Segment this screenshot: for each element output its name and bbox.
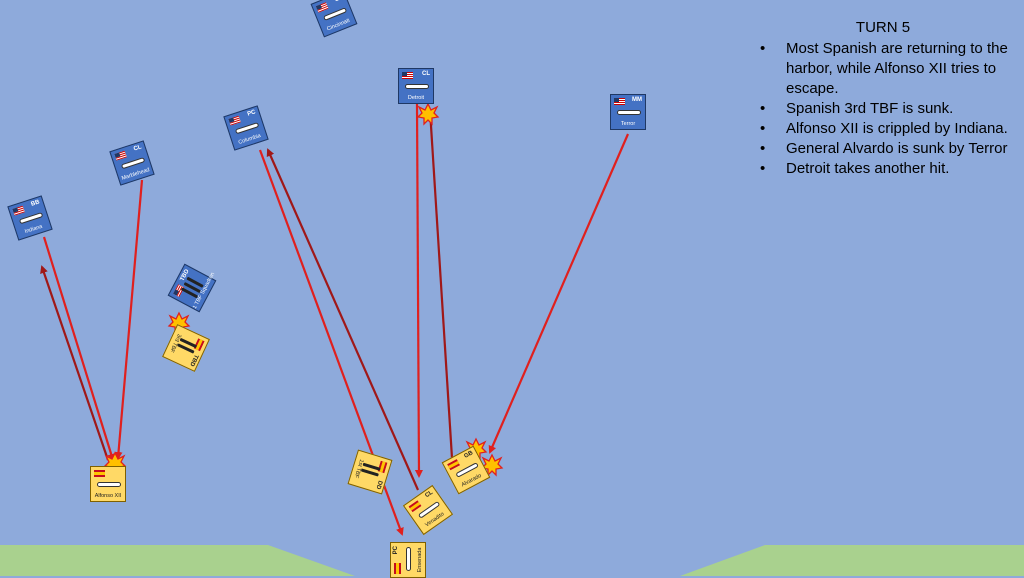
counter-type: BB — [30, 199, 41, 208]
counter-type: CL — [133, 144, 143, 153]
counter-name: Terror — [620, 121, 636, 127]
counter-name: Ensenada — [417, 547, 423, 573]
arrow-alvarado-fire — [426, 108, 454, 459]
us-flag-icon — [114, 150, 127, 161]
spanish-flag-icon — [408, 500, 422, 513]
counter-type: MM — [632, 97, 642, 103]
counter-us-tbf-squadron[interactable]: TBD 1 TBF Squadron — [167, 263, 217, 313]
ship-silhouette-icon — [406, 547, 411, 571]
spanish-flag-icon — [94, 470, 105, 477]
counter-type: PC — [246, 109, 257, 118]
us-flag-icon — [228, 115, 241, 126]
arrow-terror-fire — [488, 133, 630, 454]
ship-silhouette-icon — [617, 110, 641, 115]
turn-title: TURN 5 — [855, 19, 911, 36]
ship-silhouette-icon — [18, 212, 44, 225]
counter-columbia[interactable]: PC Columbia — [223, 105, 269, 151]
coast-left — [0, 545, 355, 576]
counter-indiana[interactable]: BB Indiana — [7, 195, 53, 241]
turn-event: General Alvardo is sunk by Terror — [760, 139, 1008, 159]
counter-type: DD — [374, 479, 383, 490]
counter-type: CL — [334, 0, 344, 3]
us-flag-icon — [12, 205, 25, 216]
ship-silhouette-icon — [234, 122, 260, 135]
hit-marker-detroit — [416, 102, 440, 126]
counter-detroit[interactable]: CL Detroit — [398, 68, 434, 104]
arrow-indiana-fire — [42, 236, 116, 462]
arrow-marblehead-fire — [114, 179, 144, 460]
counter-type: PC — [393, 546, 399, 555]
spanish-flag-icon — [447, 459, 461, 471]
arrow-alfonso-fire — [40, 265, 110, 461]
counter-spanish-1st-tbf[interactable]: DD 1st TBF — [347, 449, 393, 495]
spanish-flag-icon — [193, 338, 205, 352]
spanish-flag-icon — [377, 460, 388, 474]
us-flag-icon — [614, 98, 625, 105]
counter-ensenada[interactable]: PC Ensenada — [390, 542, 426, 578]
turn-event: Detroit takes another hit. — [760, 159, 1008, 179]
counter-name: Alfonso XII — [94, 493, 122, 499]
counter-venadito[interactable]: CL Venadito — [402, 484, 454, 536]
counter-type: CL — [424, 489, 435, 500]
arrow-detroit-fire — [414, 103, 423, 478]
counter-type: GB — [463, 450, 475, 460]
ship-silhouette-icon — [405, 84, 429, 89]
counter-marblehead[interactable]: CL Marblehead — [109, 140, 155, 186]
spanish-flag-icon — [394, 563, 401, 574]
counter-spanish-3rd-tbf[interactable]: TBD 3rd TBF — [162, 324, 210, 372]
counter-type: CL — [422, 71, 430, 77]
ship-silhouette-icon — [97, 482, 121, 487]
counter-alfonso-xii[interactable]: Alfonso XII — [90, 466, 126, 502]
us-flag-icon — [315, 2, 329, 13]
us-flag-icon — [402, 72, 413, 79]
turn-summary-panel: TURN 5 Most Spanish are returning to the… — [758, 18, 1008, 179]
counter-name: Detroit — [407, 95, 425, 101]
turn-event: Spanish 3rd TBF is sunk. — [760, 99, 1008, 119]
counter-terror[interactable]: MM Terror — [610, 94, 646, 130]
arrow-venadito-return — [266, 148, 420, 491]
counter-cincinnati[interactable]: CL Cincinnati — [310, 0, 358, 38]
ship-silhouette-icon — [120, 157, 146, 170]
hit-marker-alvarado-2 — [480, 453, 504, 477]
turn-event: Most Spanish are returning to the harbor… — [760, 39, 1008, 99]
coast-right — [680, 545, 1024, 576]
turn-events-list: Most Spanish are returning to the harbor… — [758, 39, 1008, 179]
turn-event: Alfonso XII is crippled by Indiana. — [760, 119, 1008, 139]
counter-alvarado[interactable]: GB Alvarado — [441, 445, 491, 495]
